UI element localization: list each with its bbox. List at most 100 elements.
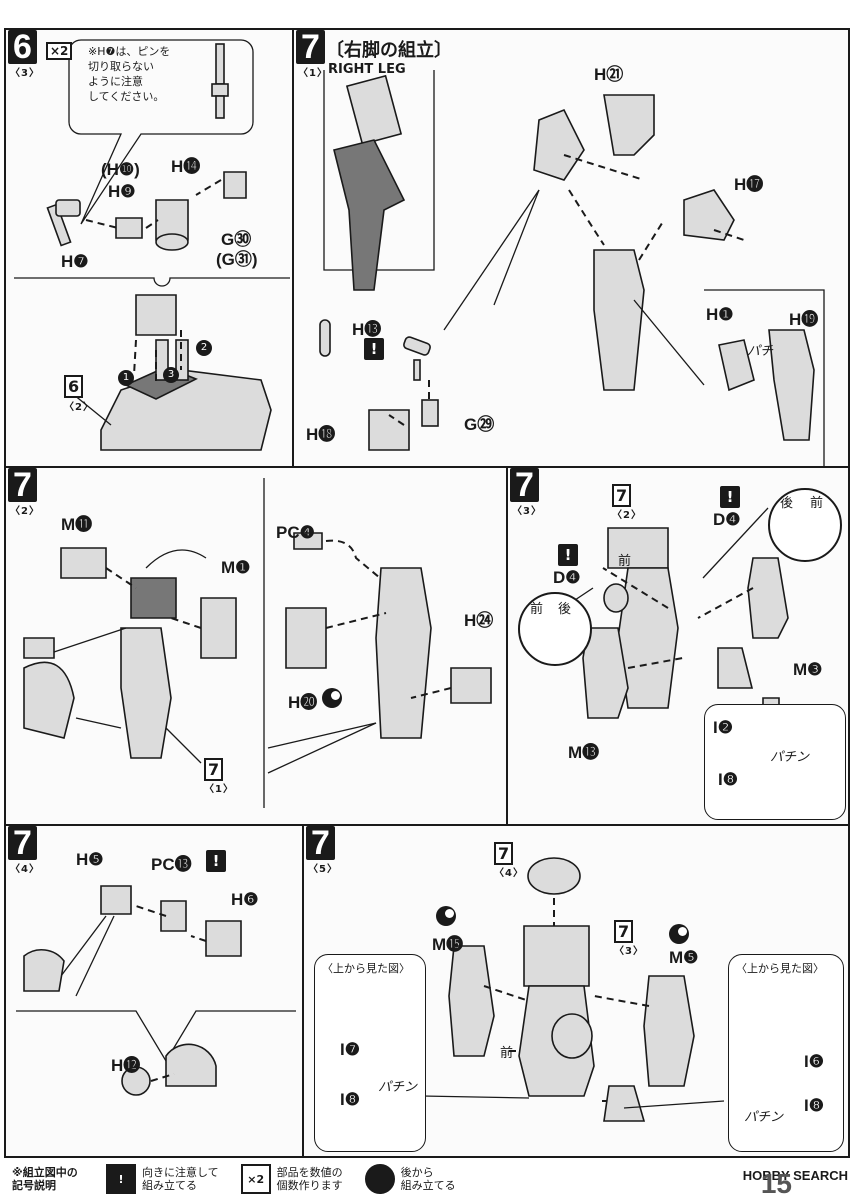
part-label-m13: M⓭: [568, 743, 600, 762]
step6-step-1: 1: [118, 370, 134, 386]
part-label-h24: H㉔: [464, 611, 494, 630]
step7-5-diagram: [343, 857, 806, 1132]
step7-5-snap-left: パチン: [378, 1080, 418, 1095]
step7-5-snap-right: パチン: [744, 1110, 784, 1125]
step7-1-snap: パチ: [747, 344, 774, 359]
legend-x2-label: 部品を数値の 個数作ります: [276, 1166, 343, 1192]
step7-1-title: 〔右脚の組立〕: [326, 40, 452, 60]
part-label-h19: H⓳: [789, 310, 819, 329]
step7-1-number: 7: [296, 30, 325, 64]
part-label-h1: H❶: [706, 305, 734, 324]
part-label-m11: M⓫: [61, 515, 93, 534]
step6-number: 6: [8, 30, 37, 64]
step7-5-rear-icon-right: [669, 924, 689, 944]
step6-sub: 〈3〉: [10, 68, 40, 79]
legend-rear-icon: [364, 1164, 395, 1194]
step7-4-diagram: [16, 885, 296, 1096]
step7-3-front-arrow: 前: [618, 554, 632, 569]
step7-5-ref-top: 7: [494, 842, 514, 865]
step7-2-ref-sub: 〈1〉: [204, 784, 234, 795]
step7-5-ref-mid: 7: [614, 920, 634, 943]
step7-5-front: 前: [500, 1046, 514, 1061]
part-label-h10: (H❿): [101, 160, 140, 179]
step7-1-panel: 7 〈1〉 〔右脚の組立〕 RIGHT LEG H㉑ H⓱ H❶ H⓳ H⓭ G…: [292, 28, 850, 468]
step7-3-warn-icon-top: !: [720, 486, 740, 508]
part-label-h6: H❻: [231, 890, 259, 909]
step7-3-back-top: 後: [780, 496, 794, 511]
step7-5-sub: 〈5〉: [308, 864, 338, 875]
legend-x2: ×2 部品を数値の 個数作ります: [240, 1164, 343, 1194]
step7-3-snap: パチン: [770, 750, 810, 765]
step7-5-inset-right: [728, 954, 844, 1152]
part-label-i7: I❼: [340, 1040, 360, 1059]
part-label-pc4: PC❹: [276, 523, 315, 542]
step7-4-number: 7: [8, 826, 37, 860]
part-label-h7: H❼: [61, 252, 89, 271]
part-label-i8-left: I❽: [340, 1090, 360, 1109]
step7-3-ref-sub: 〈2〉: [612, 510, 642, 521]
part-label-i6: I❻: [804, 1052, 824, 1071]
step7-3-sub: 〈3〉: [512, 506, 542, 517]
step7-2-rear-icon: [322, 688, 342, 708]
step7-3-front-left: 前: [530, 602, 544, 617]
step7-3-panel: 7 〈3〉 7 〈2〉 ! D❹ ! D❹ 前 後 前 前 後 M❸ M⓭ I❷…: [506, 466, 850, 826]
step7-2-diagram: [23, 478, 492, 808]
part-label-h5: H❺: [76, 850, 104, 869]
legend-x2-icon: ×2: [240, 1164, 271, 1194]
step7-1-subtitle: RIGHT LEG: [328, 62, 406, 77]
part-label-h14: H⓮: [171, 157, 201, 176]
legend-warn: ! 向きに注意して 組み立てる: [106, 1164, 219, 1194]
legend-footer: ※組立図中の 記号説明 ! 向きに注意して 組み立てる ×2 部品を数値の 個数…: [0, 1158, 854, 1200]
step6-step-3: 3: [163, 367, 179, 383]
step6-panel: 6 〈3〉 ×2 ※H❼は、ピンを 切り取らない ように注意 してください。 (…: [4, 28, 294, 468]
part-label-g31: (G㉛): [216, 250, 258, 269]
part-label-m1: M❶: [221, 558, 251, 577]
step7-2-panel: 7 〈2〉 M⓫ M❶ PC❹ H㉔ H⓴ 7 〈1〉: [4, 466, 508, 826]
part-label-h18: H⓲: [306, 425, 336, 444]
legend-warn-label: 向きに注意して 組み立てる: [142, 1166, 219, 1192]
step7-2-sub: 〈2〉: [10, 506, 40, 517]
step6-multiplier: ×2: [46, 42, 73, 60]
step7-5-rear-icon-left: [436, 906, 456, 926]
step6-ref-number: 6: [64, 375, 84, 398]
step7-3-orientation-left: [518, 592, 592, 666]
step7-5-ref-mid-sub: 〈3〉: [614, 946, 644, 957]
step7-3-number: 7: [510, 468, 539, 502]
watermark: HOBBY SEARCH: [742, 1168, 848, 1183]
step7-1-sub: 〈1〉: [298, 68, 328, 79]
part-label-h12: H⓬: [111, 1056, 141, 1075]
step7-3-inset: [704, 704, 846, 820]
part-label-d4-left: D❹: [553, 568, 581, 587]
step7-1-diagram: [319, 70, 825, 466]
part-label-g30: G㉚: [221, 230, 252, 249]
step7-3-back-left: 後: [558, 602, 572, 617]
part-label-pc13: PC⓭: [151, 855, 192, 874]
part-label-h20: H⓴: [288, 693, 318, 712]
step7-5-inset-left: [314, 954, 426, 1152]
step7-3-front-top: 前: [810, 496, 824, 511]
step7-4-sub: 〈4〉: [10, 864, 40, 875]
step7-4-panel: 7 〈4〉 H❺ PC⓭ ! H❻ H⓬: [4, 824, 304, 1158]
step7-3-warn-icon-left: !: [558, 544, 578, 566]
step6-note: ※H❼は、ピンを 切り取らない ように注意 してください。: [88, 45, 171, 103]
step7-5-number: 7: [306, 826, 335, 860]
part-label-h21: H㉑: [594, 65, 624, 84]
part-label-i8-right: I❽: [804, 1096, 824, 1115]
part-label-i2: I❷: [713, 718, 733, 737]
legend-title: ※組立図中の 記号説明: [12, 1166, 78, 1192]
part-label-m15: M⓯: [432, 935, 464, 954]
step7-2-ref-number: 7: [204, 758, 224, 781]
part-label-m5: M❺: [669, 948, 699, 967]
part-label-m3: M❸: [793, 660, 823, 679]
step7-5-ref-top-sub: 〈4〉: [494, 868, 524, 879]
step7-5-panel: 7 〈5〉 7 〈4〉 7 〈3〉 M⓯ M❺ 前 〈上から見た図〉 I❼ I❽…: [302, 824, 850, 1158]
part-label-d4-top: D❹: [713, 510, 741, 529]
legend-rear-label: 後から 組み立てる: [400, 1166, 456, 1192]
step7-4-warn-icon: !: [206, 850, 226, 872]
part-label-h13: H⓭: [352, 320, 382, 339]
step6-step-2: 2: [196, 340, 212, 356]
step7-3-orientation-top: [768, 488, 842, 562]
step7-5-view-right: 〈上から見た図〉: [736, 962, 824, 975]
part-label-h17: H⓱: [734, 175, 764, 194]
step7-2-number: 7: [8, 468, 37, 502]
